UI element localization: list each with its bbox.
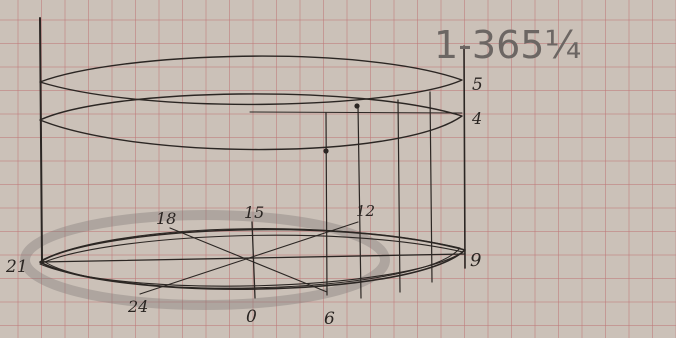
scale-label-5: 5 <box>472 75 483 95</box>
diameter-15-0 <box>252 222 255 298</box>
upper-ellipse-level-5 <box>40 56 462 104</box>
hour-label-12: 12 <box>356 202 375 220</box>
scale-label-4: 4 <box>471 109 482 128</box>
hour-label-9: 9 <box>470 250 481 271</box>
hour-label-15: 15 <box>244 203 264 222</box>
vertical-guide-line <box>430 92 432 282</box>
eraser-smudge <box>25 215 385 305</box>
upper-point-marker <box>354 103 359 108</box>
diameter-21-9 <box>40 254 465 262</box>
formula-text: 1-365¼ <box>434 23 581 67</box>
hour-label-18: 18 <box>156 209 176 228</box>
left-vertical-axis <box>40 18 42 262</box>
hour-label-0: 0 <box>246 307 257 327</box>
hour-label-21: 21 <box>5 257 28 277</box>
right-vertical-axis <box>464 46 465 268</box>
hour-label-24: 24 <box>127 297 148 316</box>
vertical-guide-line <box>398 100 400 292</box>
hour-label-6: 6 <box>324 309 335 329</box>
diagonal-18-6 <box>170 228 327 292</box>
vertical-guide-line <box>326 113 327 295</box>
lower-point-marker <box>323 148 328 153</box>
